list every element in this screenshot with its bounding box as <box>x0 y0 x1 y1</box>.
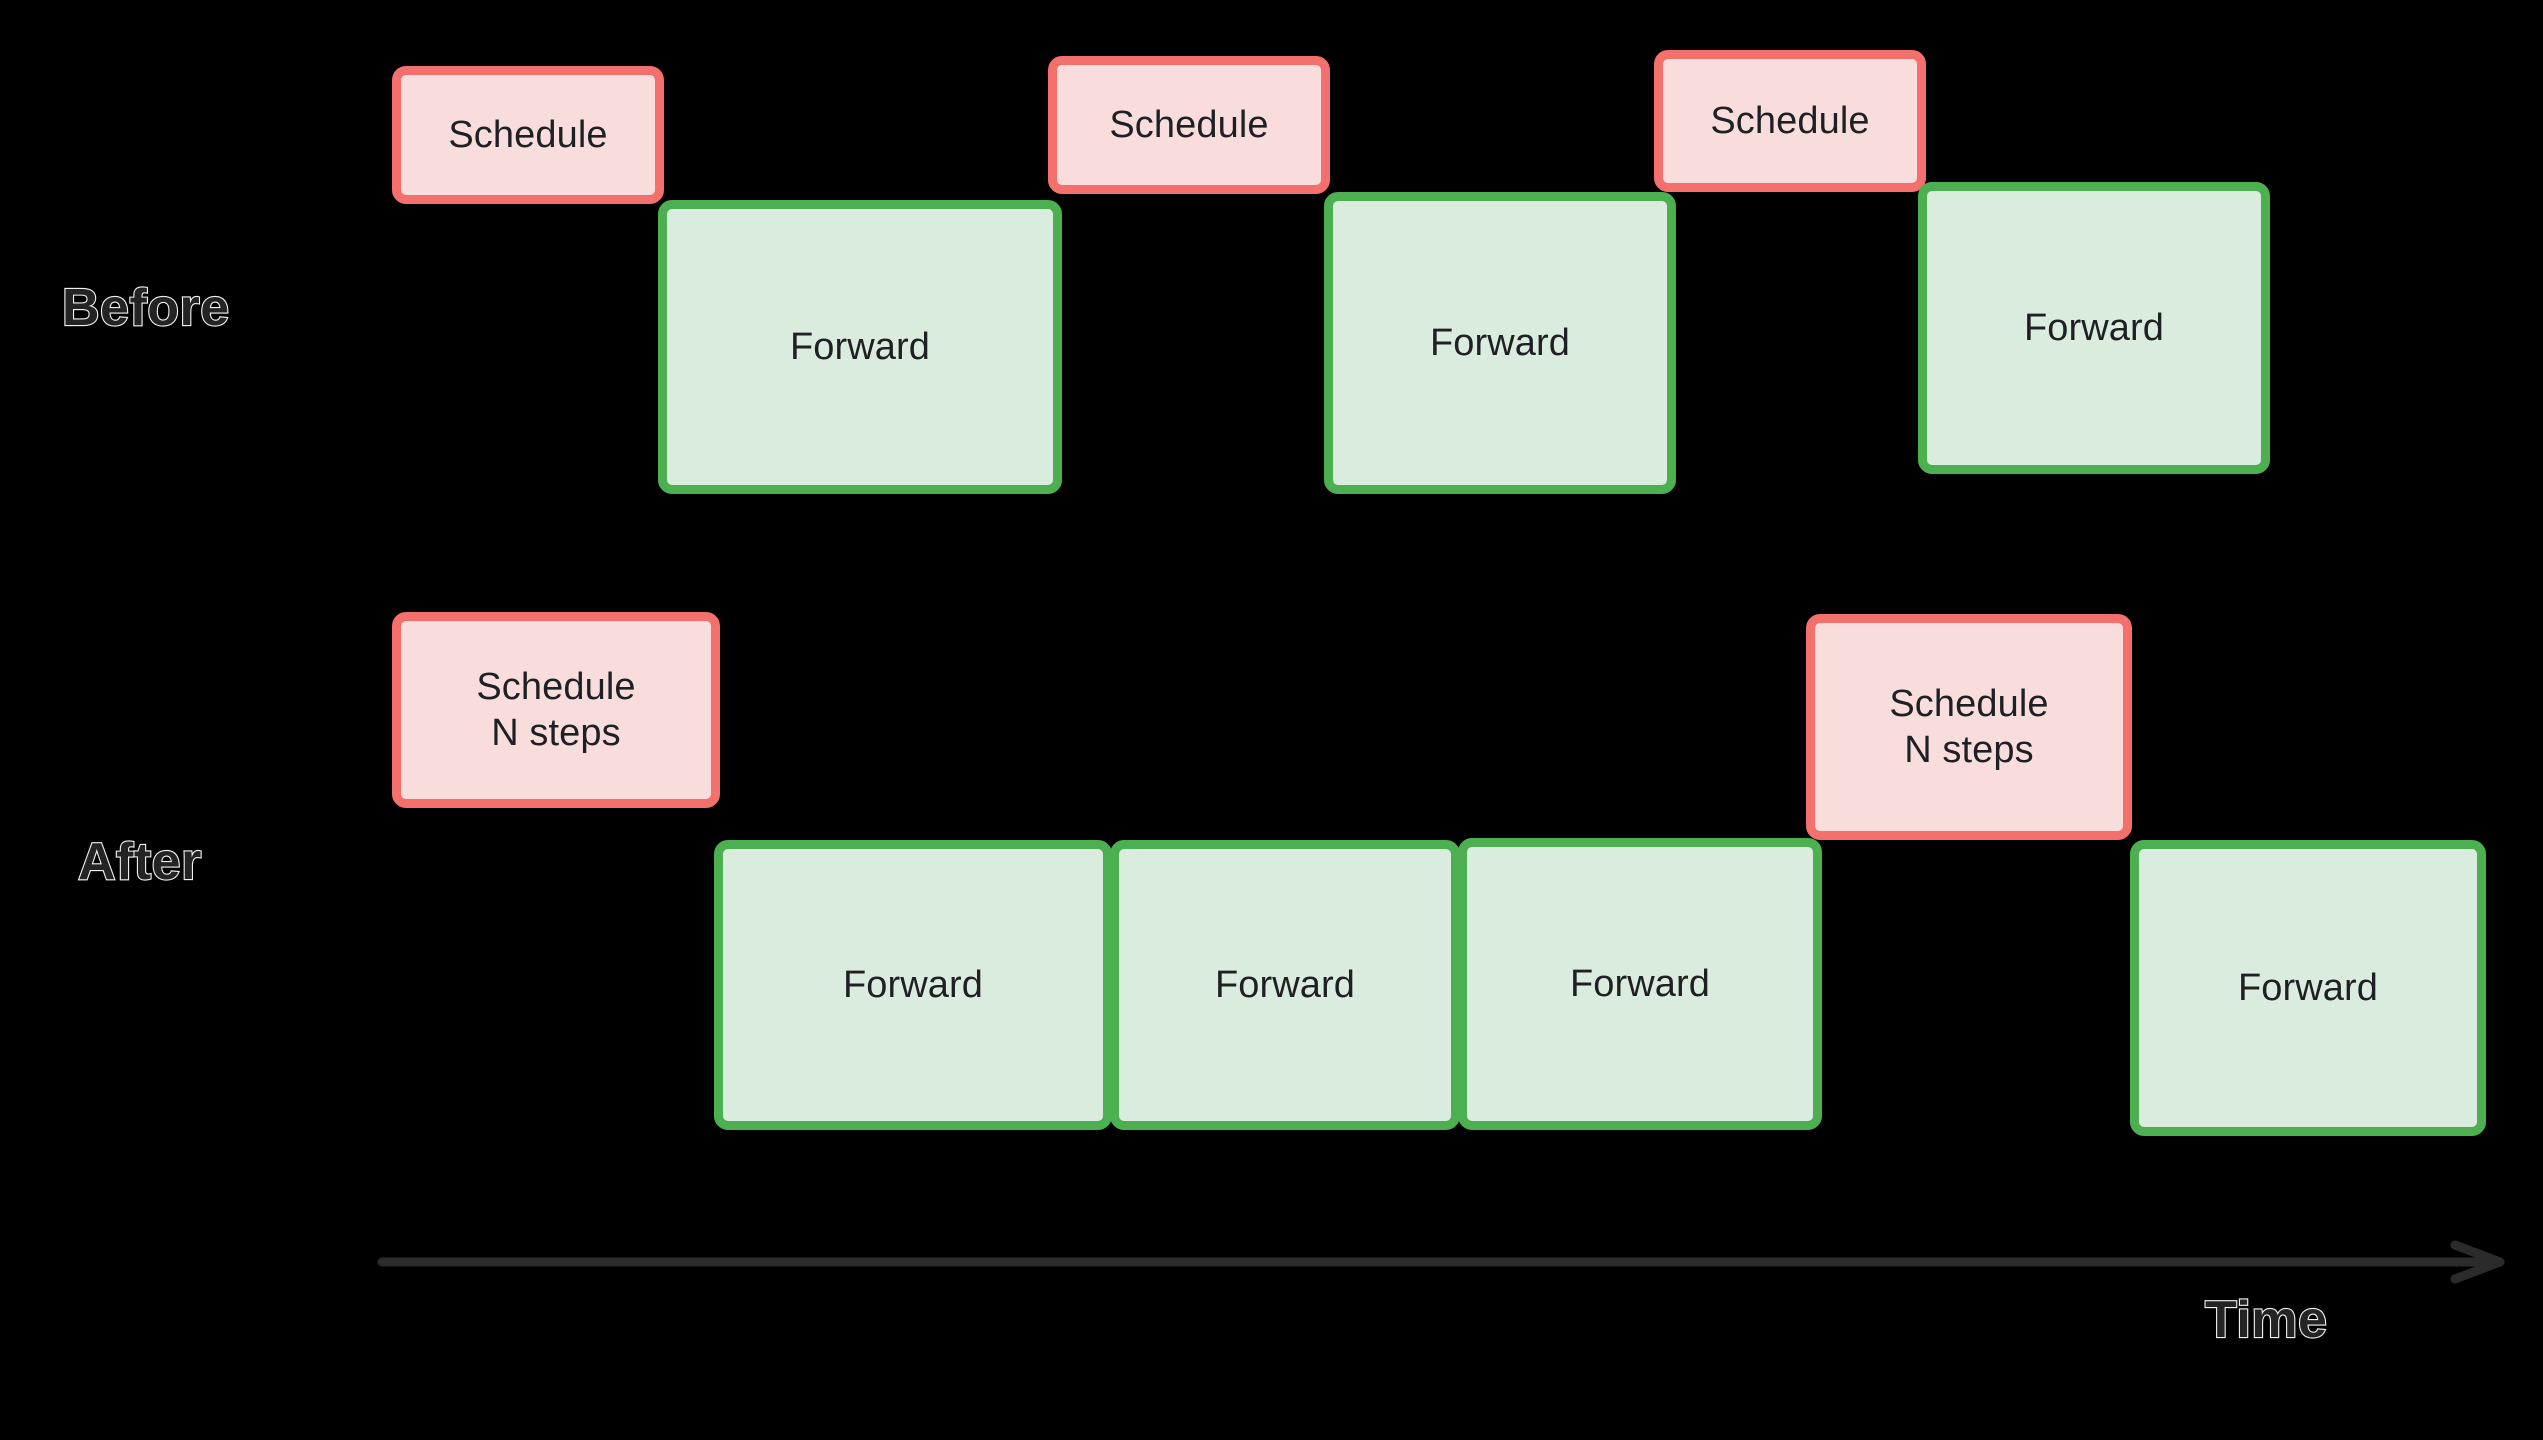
row-label-after: After <box>77 832 203 892</box>
forward-block-after-2: Forward <box>714 840 1112 1130</box>
block-label: Forward <box>1429 321 1571 364</box>
forward-block-before-2: Forward <box>658 200 1062 494</box>
block-label: Forward <box>2237 966 2379 1009</box>
block-label: Forward <box>2023 306 2165 349</box>
schedule-block-before-3: Schedule <box>1048 56 1330 194</box>
block-label: Forward <box>1214 963 1356 1006</box>
forward-block-before-4: Forward <box>1324 192 1676 494</box>
block-label: Forward <box>789 325 931 368</box>
forward-block-after-6: Forward <box>2130 840 2486 1136</box>
time-axis-arrow <box>380 1242 2535 1282</box>
forward-block-after-3: Forward <box>1110 840 1460 1130</box>
forward-block-before-6: Forward <box>1918 182 2270 474</box>
row-label-before: Before <box>61 278 230 338</box>
forward-block-after-4: Forward <box>1458 838 1822 1130</box>
schedule-block-before-1: Schedule <box>392 66 664 204</box>
schedule-block-before-5: Schedule <box>1654 50 1926 192</box>
schedule-block-after-5: Schedule N steps <box>1806 614 2132 840</box>
block-label: Schedule <box>1109 103 1269 146</box>
block-label: Schedule <box>1710 99 1870 142</box>
block-label: Schedule N steps <box>476 665 636 754</box>
block-label: Forward <box>842 963 984 1006</box>
time-axis-arrowhead <box>2455 1245 2500 1279</box>
schedule-block-after-1: Schedule N steps <box>392 612 720 808</box>
block-label: Forward <box>1569 962 1711 1005</box>
block-label: Schedule <box>448 113 608 156</box>
time-axis-label: Time <box>2204 1290 2328 1350</box>
block-label: Schedule N steps <box>1889 682 2049 771</box>
